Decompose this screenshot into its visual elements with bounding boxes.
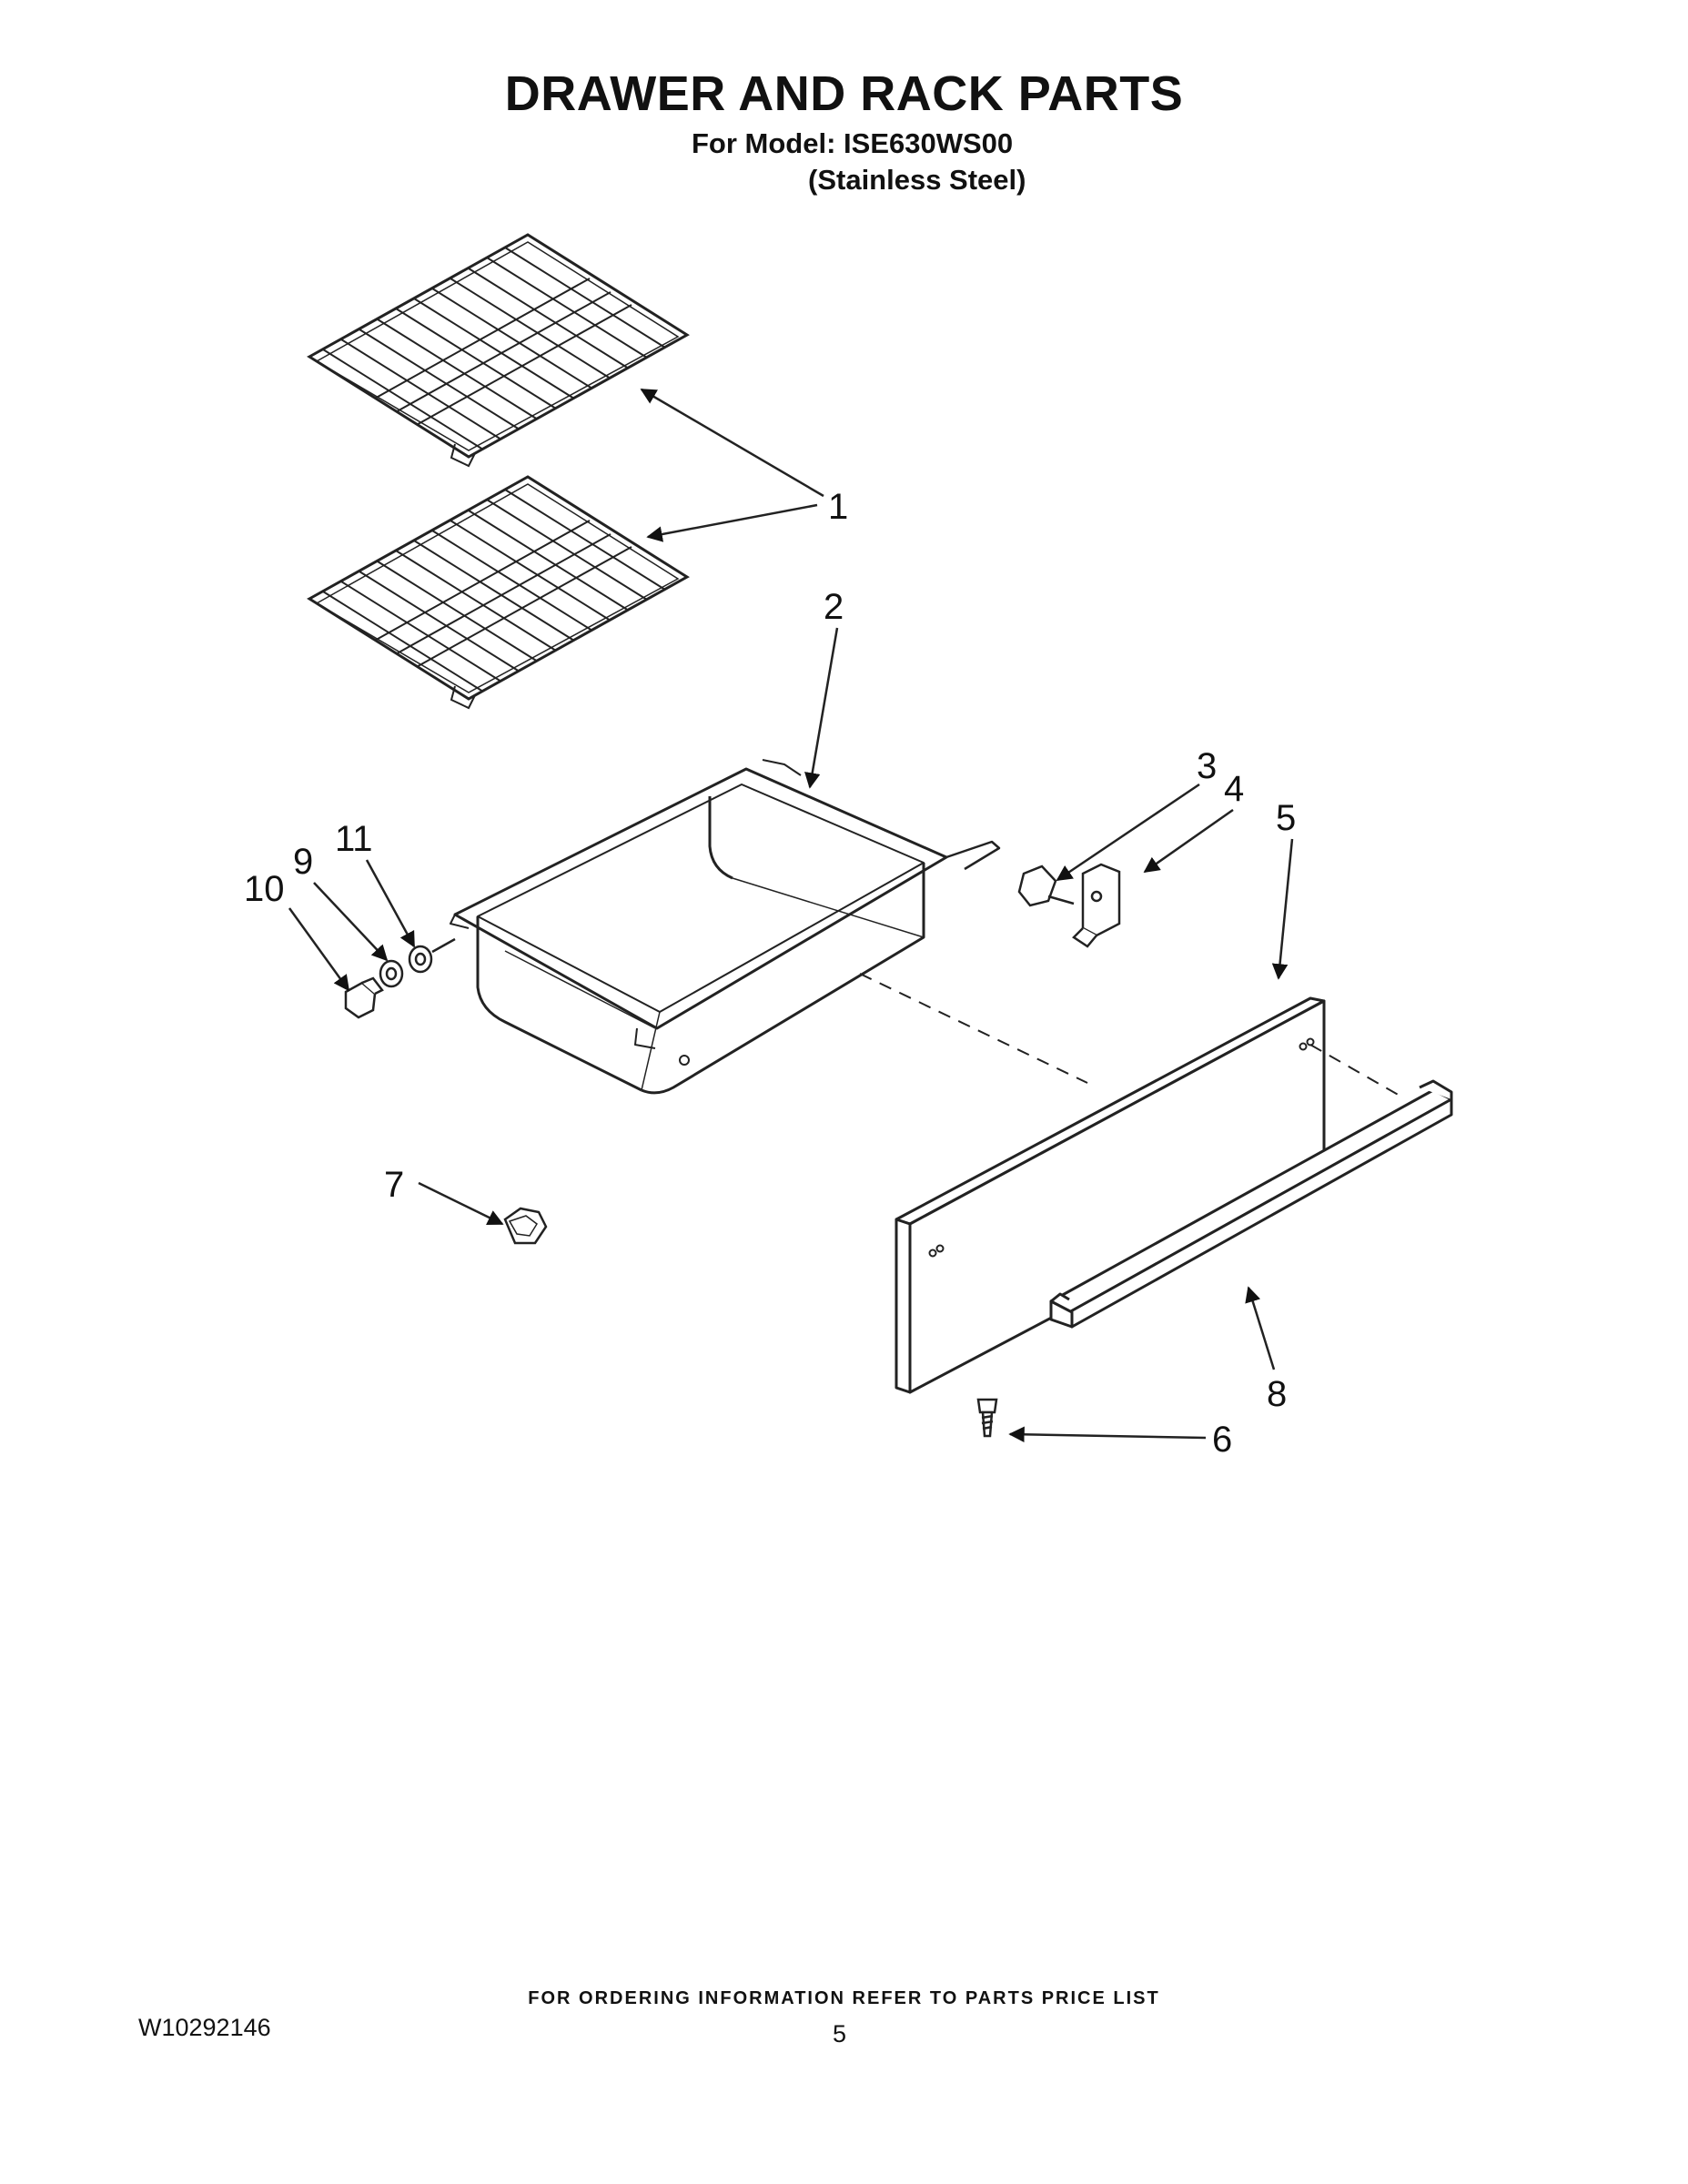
callout-2: 2 — [824, 587, 844, 627]
leader-lines — [288, 388, 1294, 1443]
callout-6: 6 — [1212, 1420, 1232, 1460]
callout-1: 1 — [828, 487, 848, 527]
callout-11: 11 — [335, 819, 373, 859]
model-line: For Model: ISE630WS00 — [692, 127, 1014, 159]
callout-numbers: 1 2 3 4 5 6 7 8 9 10 11 — [244, 487, 1296, 1460]
oven-rack-upper — [307, 233, 690, 468]
page-number: 5 — [833, 2020, 847, 2048]
document-number: W10292146 — [138, 2014, 271, 2041]
callout-8: 8 — [1267, 1374, 1287, 1414]
callout-4: 4 — [1224, 769, 1244, 809]
page-title: DRAWER AND RACK PARTS — [504, 66, 1184, 121]
drawer-glide-hardware — [344, 937, 456, 1019]
drawer-front-panel — [895, 996, 1326, 1394]
callout-9: 9 — [293, 842, 313, 882]
screw-part — [976, 1398, 998, 1438]
nut-part — [503, 1207, 548, 1245]
drawer-bracket-hardware — [1017, 863, 1121, 948]
oven-rack-lower — [307, 475, 690, 710]
callout-7: 7 — [384, 1165, 404, 1205]
drawer-handle — [1049, 1079, 1453, 1329]
drawer-pan — [450, 759, 1001, 1095]
ordering-note: FOR ORDERING INFORMATION REFER TO PARTS … — [528, 1988, 1160, 2008]
assembly-dash-lines — [859, 973, 1402, 1097]
callout-3: 3 — [1197, 746, 1217, 786]
callout-10: 10 — [244, 869, 285, 909]
callout-5: 5 — [1276, 798, 1296, 838]
finish-line: (Stainless Steel) — [808, 164, 1026, 196]
